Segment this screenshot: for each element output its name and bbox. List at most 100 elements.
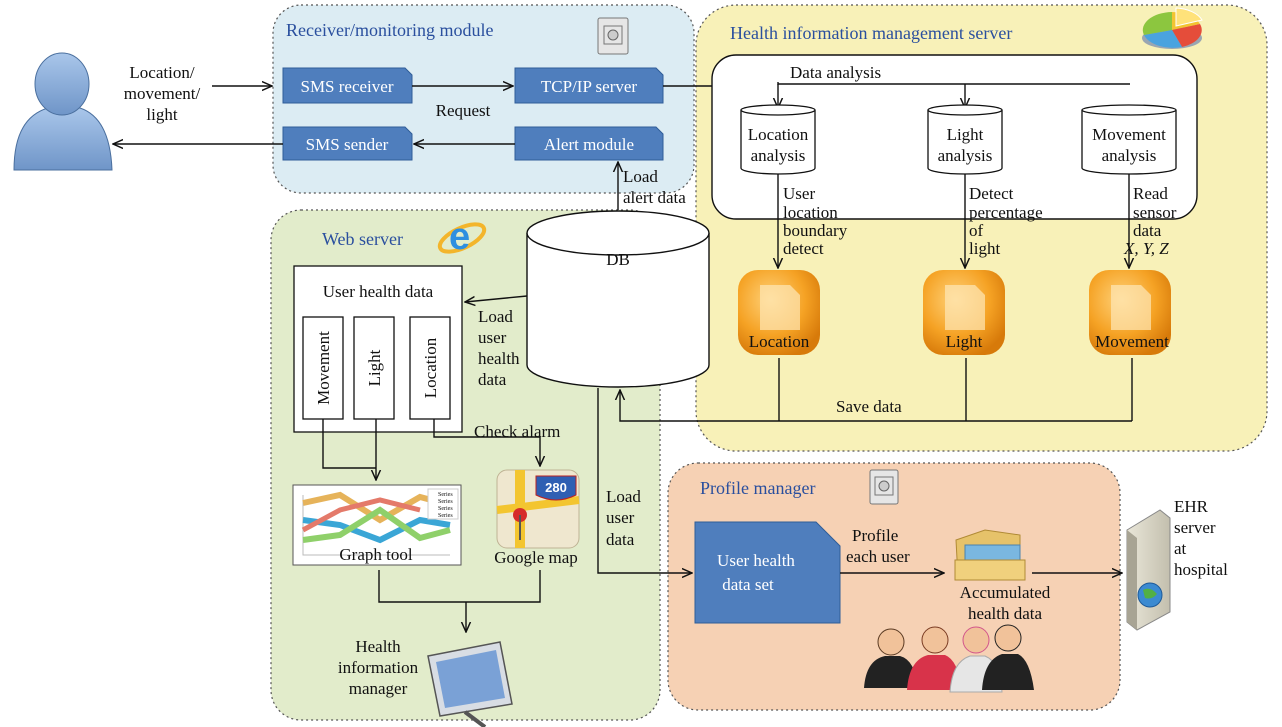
svg-text:Series: Series — [438, 513, 453, 519]
svg-text:movement/: movement/ — [124, 84, 201, 103]
location-column-label: Location — [421, 337, 440, 398]
svg-text:manager: manager — [349, 679, 408, 698]
svg-text:Detect: Detect — [969, 184, 1014, 203]
light-folder-icon: Light — [923, 270, 1005, 355]
svg-text:Location: Location — [749, 332, 810, 351]
svg-text:health: health — [478, 349, 520, 368]
movement-column — [302, 316, 344, 420]
svg-text:Series: Series — [438, 499, 453, 505]
svg-text:health data: health data — [968, 604, 1043, 623]
profile-each-label-2: each user — [846, 547, 910, 566]
svg-text:analysis: analysis — [1102, 146, 1157, 165]
svg-text:Light: Light — [946, 332, 983, 351]
light-note: Detect percentage of light — [969, 184, 1043, 258]
ehr-server-icon — [1126, 509, 1171, 631]
profile-manager-title: Profile manager — [700, 478, 815, 498]
svg-text:Series: Series — [438, 506, 453, 512]
svg-text:user: user — [478, 328, 507, 347]
svg-text:light: light — [146, 105, 177, 124]
load-user-label: Load user data — [606, 487, 641, 549]
svg-text:data: data — [606, 530, 635, 549]
people-group-icon — [864, 624, 1034, 693]
svg-text:DB: DB — [606, 250, 630, 269]
svg-text:TCP/IP server: TCP/IP server — [541, 77, 638, 96]
svg-text:e: e — [449, 216, 470, 258]
user-icon — [13, 52, 113, 171]
svg-text:location: location — [783, 203, 838, 222]
svg-text:Google map: Google map — [494, 548, 578, 567]
movement-analysis-cylinder: Movement analysis — [1081, 104, 1177, 175]
svg-text:server: server — [1174, 518, 1216, 537]
svg-text:Load: Load — [478, 307, 513, 326]
movement-folder-icon: Movement — [1089, 270, 1171, 355]
him-label: Health information manager — [338, 637, 419, 698]
light-column — [353, 316, 395, 420]
location-note: User location boundary detect — [783, 184, 848, 258]
location-column — [409, 316, 451, 420]
svg-text:analysis: analysis — [751, 146, 806, 165]
tcp-ip-server-box: TCP/IP server — [514, 67, 664, 104]
load-alert-label-2: alert data — [623, 188, 686, 207]
svg-text:sensor: sensor — [1133, 203, 1177, 222]
google-map-icon: 280 Google map — [494, 469, 580, 567]
svg-text:Location: Location — [748, 125, 809, 144]
svg-text:Accumulated: Accumulated — [960, 583, 1051, 602]
svg-text:User health: User health — [717, 551, 795, 570]
load-alert-label: Load — [623, 167, 658, 186]
db-cylinder: DB — [526, 210, 710, 388]
movement-note: Read sensor data X, Y, Z — [1123, 184, 1177, 258]
user-input-label: Location/ movement/ light — [124, 63, 201, 124]
svg-text:light: light — [969, 239, 1000, 258]
computer-icon — [869, 469, 899, 505]
light-column-label: Light — [365, 349, 384, 386]
svg-text:hospital: hospital — [1174, 560, 1228, 579]
svg-text:Read: Read — [1133, 184, 1168, 203]
svg-text:data: data — [478, 370, 507, 389]
data-analysis-label: Data analysis — [790, 63, 881, 82]
light-analysis-cylinder: Light analysis — [927, 104, 1003, 175]
svg-text:user: user — [606, 508, 635, 527]
svg-text:data set: data set — [722, 575, 774, 594]
svg-text:Series: Series — [438, 492, 453, 498]
check-alarm-label: Check alarm — [474, 422, 560, 441]
svg-text:Load: Load — [606, 487, 641, 506]
location-analysis-cylinder: Location analysis — [740, 104, 816, 175]
svg-text:X, Y, Z: X, Y, Z — [1123, 239, 1169, 258]
save-data-label: Save data — [836, 397, 902, 416]
svg-text:Graph tool: Graph tool — [339, 545, 412, 564]
web-server-title: Web server — [322, 229, 403, 249]
request-label: Request — [436, 101, 491, 120]
svg-text:information: information — [338, 658, 419, 677]
movement-column-label: Movement — [314, 331, 333, 405]
ehr-label: EHR server at hospital — [1174, 497, 1228, 579]
svg-text:SMS sender: SMS sender — [306, 135, 389, 154]
user-health-data-title: User health data — [323, 282, 434, 301]
health-server-title: Health information management server — [730, 23, 1012, 43]
svg-text:280: 280 — [545, 480, 567, 495]
svg-text:detect: detect — [783, 239, 824, 258]
svg-text:data: data — [1133, 221, 1162, 240]
graph-tool-icon: Series Series Series Series Graph tool — [292, 484, 462, 566]
sms-sender-box: SMS sender — [282, 126, 413, 161]
svg-text:of: of — [969, 221, 984, 240]
svg-text:Movement: Movement — [1095, 332, 1169, 351]
svg-text:Alert module: Alert module — [544, 135, 634, 154]
svg-text:Light: Light — [947, 125, 984, 144]
svg-text:percentage: percentage — [969, 203, 1043, 222]
sms-receiver-box: SMS receiver — [282, 67, 413, 104]
svg-text:Health: Health — [355, 637, 401, 656]
svg-text:EHR: EHR — [1174, 497, 1209, 516]
accumulated-label: Accumulated health data — [960, 583, 1051, 623]
user-health-dataset-box: User health data set — [694, 521, 841, 624]
profile-each-label: Profile — [852, 526, 898, 545]
load-health-label: Load user health data — [478, 307, 520, 389]
alert-module-box: Alert module — [514, 126, 664, 161]
pie-chart-icon — [1142, 7, 1203, 49]
svg-text:User: User — [783, 184, 815, 203]
svg-text:analysis: analysis — [938, 146, 993, 165]
svg-text:Location/: Location/ — [129, 63, 194, 82]
svg-text:SMS receiver: SMS receiver — [300, 77, 393, 96]
svg-text:Movement: Movement — [1092, 125, 1166, 144]
svg-text:at: at — [1174, 539, 1187, 558]
